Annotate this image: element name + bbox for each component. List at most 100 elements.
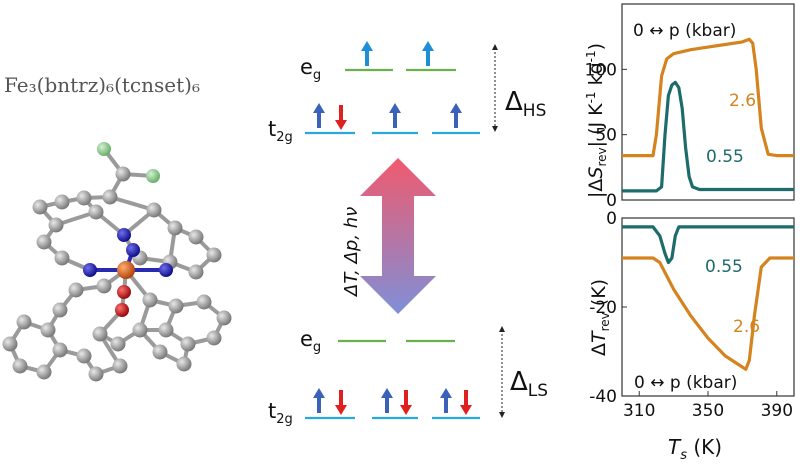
nitrogen-atom: [83, 263, 97, 277]
spin-up-arrow: [450, 103, 462, 128]
molecule-atoms: [2, 142, 232, 382]
entropy-chart: 0 50 100 0 ↔ p (kbar) 2.6 0.55 |ΔSrev| (J …: [584, 3, 795, 211]
nitrogen-atom: [117, 228, 131, 242]
carbon-atom: [146, 202, 162, 218]
spin-down-arrow: [400, 390, 412, 415]
carbon-atom: [40, 322, 56, 338]
carbon-atom: [36, 364, 52, 380]
series-line-0.55: [622, 225, 794, 265]
carbon-atom: [52, 342, 68, 358]
ls-splitting-arrow: [499, 326, 505, 418]
carbon-atom: [88, 204, 104, 220]
carbon-atom: [54, 194, 70, 210]
carbon-atom: [196, 294, 212, 310]
entropy-chart-title: 0 ↔ p (kbar): [633, 21, 736, 41]
series-label-2.6: 2.6: [733, 317, 760, 337]
carbon-atom: [16, 314, 32, 330]
carbon-atom: [158, 322, 174, 338]
ls-t2g-label: t2g: [268, 399, 293, 427]
carbon-atom: [92, 326, 108, 342]
nitrogen-atom: [159, 263, 173, 277]
temperature-series: [622, 225, 794, 371]
bond: [108, 195, 156, 212]
entropy-y-axis-label: |ΔSrev| (J K-1 kg-1): [584, 43, 609, 198]
high-spin-config: eg t2g ΔHS: [268, 41, 546, 145]
carbon-atom: [216, 310, 232, 326]
carbon-atom: [48, 217, 64, 233]
temperature-y-axis-label: ΔTrev (K): [588, 279, 612, 356]
hs-t2g-label: t2g: [268, 117, 293, 145]
carbon-atom: [102, 189, 118, 205]
spin-up-arrow: [389, 103, 401, 128]
spin-up-arrow: [440, 388, 452, 413]
series-line-0.55: [622, 80, 794, 193]
carbon-atom: [68, 282, 84, 298]
spin-up-arrow: [361, 41, 373, 66]
spin-up-arrow: [381, 388, 393, 413]
molecule-panel: Fe₃(bntrz)₆(tcnset)₆: [2, 73, 232, 382]
x-tick-label: 310: [623, 401, 655, 421]
y-tick-label: -20: [589, 298, 617, 318]
carbon-atom: [2, 336, 18, 352]
entropy-plot-frame: [621, 3, 795, 201]
series-label-2.6: 2.6: [729, 91, 756, 111]
carbon-atom: [176, 356, 192, 372]
fluorine-atom: [97, 142, 111, 156]
carbon-atom: [188, 264, 204, 280]
ls-eg-label: eg: [300, 327, 321, 355]
carbon-atom: [52, 302, 68, 318]
series-line-2.6: [622, 37, 794, 158]
hs-eg-label: eg: [300, 55, 321, 83]
hs-splitting-arrow: [492, 44, 498, 132]
carbon-atom: [180, 336, 196, 352]
stimulus-double-arrow: [360, 158, 436, 314]
x-tick-label: 390: [761, 401, 793, 421]
carbon-atom: [76, 190, 92, 206]
carbon-atom: [142, 292, 158, 308]
entropy-series: [622, 37, 794, 193]
oxygen-atom: [115, 303, 129, 317]
carbon-atom: [167, 220, 183, 236]
y-tick-label: 50: [595, 126, 617, 146]
carbon-atom: [96, 278, 112, 294]
spin-down-arrow: [335, 105, 347, 130]
low-spin-config: eg t2g ΔLS: [268, 326, 548, 427]
carbon-atom: [110, 336, 126, 352]
oxygen-atom: [117, 285, 131, 299]
y-tick-label: 100: [585, 60, 617, 80]
carbon-atom: [36, 234, 52, 250]
carbon-atom: [32, 199, 48, 215]
temperature-chart-title: 0 ↔ p (kbar): [634, 373, 737, 393]
spin-up-arrow: [313, 103, 325, 128]
spin-down-arrow: [460, 390, 472, 415]
molecule-formula: Fe₃(bntrz)₆(tcnset)₆: [4, 73, 200, 97]
spin-up-arrow: [313, 388, 325, 413]
spin-up-arrow: [422, 41, 434, 66]
carbon-atom: [115, 166, 131, 182]
temperature-x-axis-label: Ts (K): [668, 435, 722, 463]
fluorine-atom: [146, 169, 160, 183]
carbon-atom: [76, 348, 92, 364]
iron-atom: [117, 261, 135, 279]
y-tick-label: 0: [606, 191, 617, 211]
entropy-y-ticks: 0 50 100: [585, 60, 627, 211]
series-line-2.6: [622, 256, 794, 371]
carbon-atom: [112, 358, 128, 374]
y-tick-label: -40: [589, 387, 617, 407]
carbon-atom: [206, 330, 222, 346]
carbon-atom: [152, 344, 168, 360]
carbon-atom: [188, 229, 204, 245]
stimulus-label: ΔT, Δp, hν: [341, 207, 362, 298]
delta-hs-label: ΔHS: [505, 87, 546, 121]
carbon-atom: [132, 322, 148, 338]
series-label-0.55: 0.55: [706, 147, 744, 167]
carbon-atom: [88, 366, 104, 382]
carbon-atom: [206, 247, 222, 263]
carbon-atom: [12, 358, 28, 374]
spin-down-arrow: [335, 390, 347, 415]
temperature-plot-frame: [621, 217, 795, 397]
y-tick-label: 0: [606, 209, 617, 229]
